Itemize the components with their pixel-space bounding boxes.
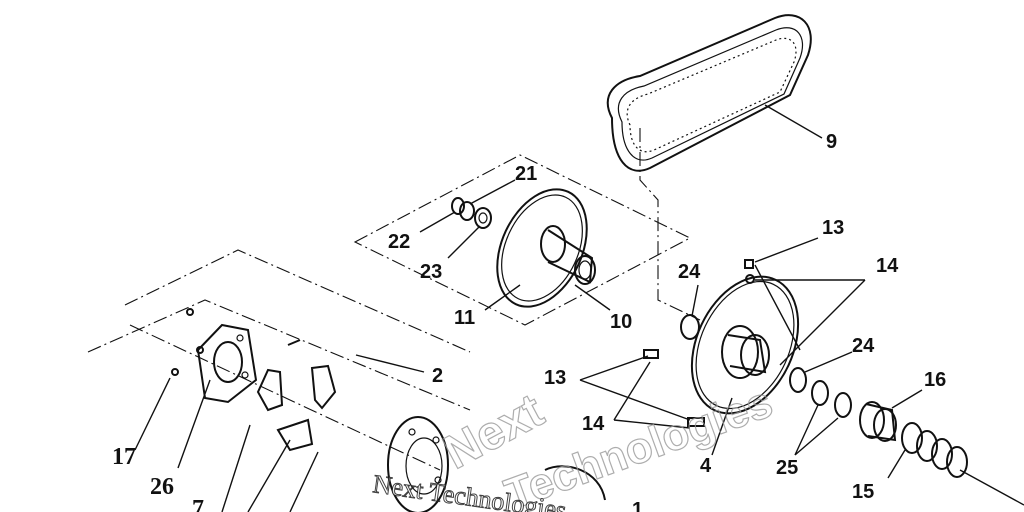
- leader-2: [355, 354, 425, 373]
- lower-plane-1: [124, 249, 471, 353]
- driven-face-assembly: [496, 188, 596, 308]
- callout-24a: 24: [678, 261, 701, 283]
- leader-15: [887, 449, 906, 479]
- callout-22: 22: [388, 231, 410, 253]
- leader-23: [447, 225, 481, 259]
- callout-14a: 14: [876, 255, 899, 277]
- callout-4: 4: [700, 455, 712, 477]
- callout-labels: 9 21 22 23 11 10 24 13 14 24 16 13 2 14 …: [112, 131, 946, 512]
- bearing-parts: [451, 197, 492, 229]
- leader-24a: [691, 284, 699, 317]
- callout-23: 23: [420, 261, 442, 283]
- drive-belt: [606, 14, 812, 172]
- leader-4: [711, 397, 733, 456]
- callout-17: 17: [112, 444, 136, 470]
- leader-14b: [613, 361, 691, 429]
- callout-2: 2: [432, 365, 443, 387]
- callout-11: 11: [454, 307, 475, 329]
- callout-10: 10: [610, 311, 632, 333]
- callout-13b: 13: [544, 367, 566, 389]
- washers: [789, 367, 852, 418]
- shaft-line: [959, 469, 1024, 506]
- leader-25: [794, 404, 839, 456]
- watermark: Next Technologies Next Technologies: [371, 377, 780, 512]
- leader-17: [134, 377, 171, 451]
- leader-22: [419, 211, 456, 233]
- leader-14a: [755, 279, 866, 366]
- leader-13a: [754, 237, 819, 351]
- bolts-upper: [744, 259, 755, 284]
- leader-7: [221, 424, 251, 512]
- callout-16: 16: [924, 369, 946, 391]
- leader-21: [469, 179, 516, 205]
- leader-7b: [247, 439, 291, 512]
- callout-7: 7: [192, 496, 204, 512]
- leader-24b: [804, 351, 853, 373]
- leader-26: [177, 379, 211, 469]
- callout-14b: 14: [582, 413, 605, 435]
- collar: [859, 401, 897, 442]
- upper-assembly-plane: [353, 154, 692, 326]
- screw-upper: [186, 308, 194, 316]
- callout-25: 25: [776, 457, 798, 479]
- o-ring-left: [680, 314, 700, 340]
- spring: [901, 422, 968, 478]
- callout-21: 21: [515, 163, 537, 185]
- leader-10: [574, 284, 611, 311]
- belt-reference-line: [639, 128, 701, 321]
- screw-mid: [196, 346, 204, 354]
- leader-11: [484, 284, 521, 311]
- callout-26: 26: [150, 474, 174, 500]
- callout-9: 9: [826, 131, 837, 153]
- leader-9: [764, 104, 823, 139]
- callout-1: 1: [632, 499, 643, 512]
- screw-left: [171, 368, 179, 376]
- leader-16: [891, 389, 923, 409]
- lower-plane-2: [87, 299, 471, 411]
- clutch-shoes: [256, 339, 337, 452]
- clutch-drum: [387, 416, 606, 512]
- callout-24b: 24: [852, 335, 875, 357]
- callout-15: 15: [852, 481, 874, 503]
- leader-13b: [579, 355, 691, 421]
- callout-13a: 13: [822, 217, 844, 239]
- lower-plane-3: [129, 324, 441, 471]
- leader-extra: [289, 451, 319, 512]
- bolts-lower: [643, 349, 705, 427]
